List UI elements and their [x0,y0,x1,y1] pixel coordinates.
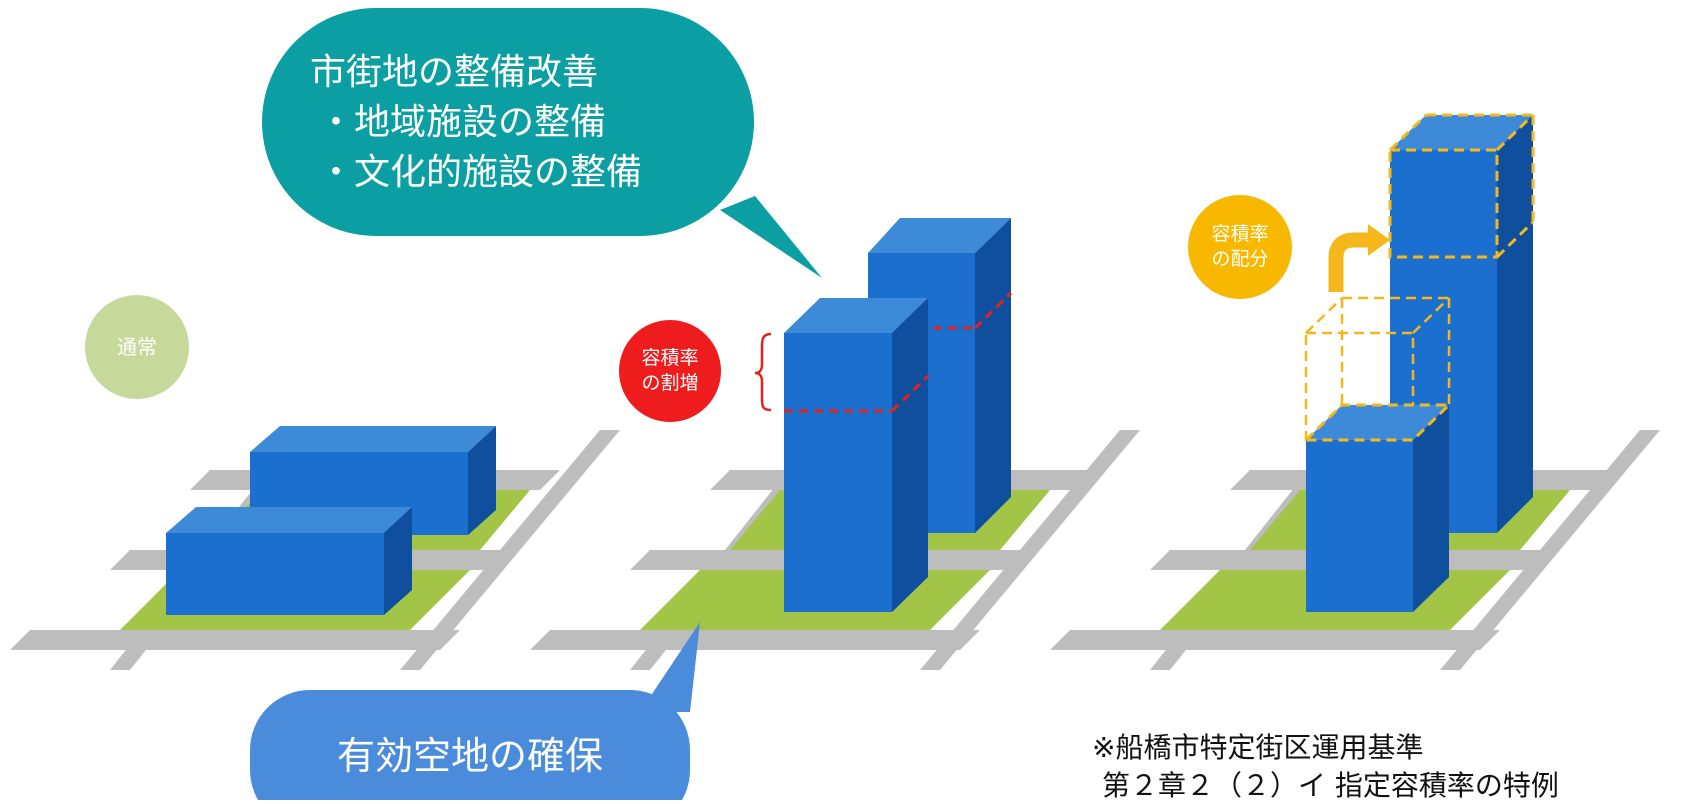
increase-line [933,291,1013,330]
increase-badge-line2: の割増 [641,372,699,394]
transfer-arrow-icon [1328,232,1370,292]
distribution-badge: 容積率 の配分 [1188,195,1292,299]
building-low-front [166,507,412,615]
increase-badge-line1: 容積率 [641,347,699,369]
increase-line [784,374,930,413]
distribution-badge-line2: の配分 [1211,248,1269,270]
normal-badge: 通常 [85,295,189,399]
note-line1: ※船橋市特定街区運用基準 [1092,731,1424,764]
scene-increase [530,218,1140,670]
transfer-arrow-head [1368,224,1390,256]
increase-badge: 容積率 の割増 [619,320,721,422]
bottom-bubble-text: 有効空地の確保 [336,734,603,778]
distribution-badge-line1: 容積率 [1211,223,1269,245]
scene-distribution [1050,113,1660,670]
tower-short [1302,403,1453,612]
transferred-volume-outline [1304,296,1451,442]
tower-front [784,298,930,612]
bubble-item: ・地域施設の整備 [318,102,607,143]
bubble-title: 市街地の整備改善 [310,52,599,93]
scene-normal [10,426,620,670]
top-callout [262,8,822,278]
normal-badge-label: 通常 [117,334,157,359]
bubble-item: ・文化的施設の整備 [318,152,643,193]
increase-brace [754,332,772,412]
bottom-callout [250,622,700,800]
added-volume-outline [1388,113,1535,259]
note-line2: 第２章２（２）イ 指定容積率の特例 [1102,769,1559,802]
